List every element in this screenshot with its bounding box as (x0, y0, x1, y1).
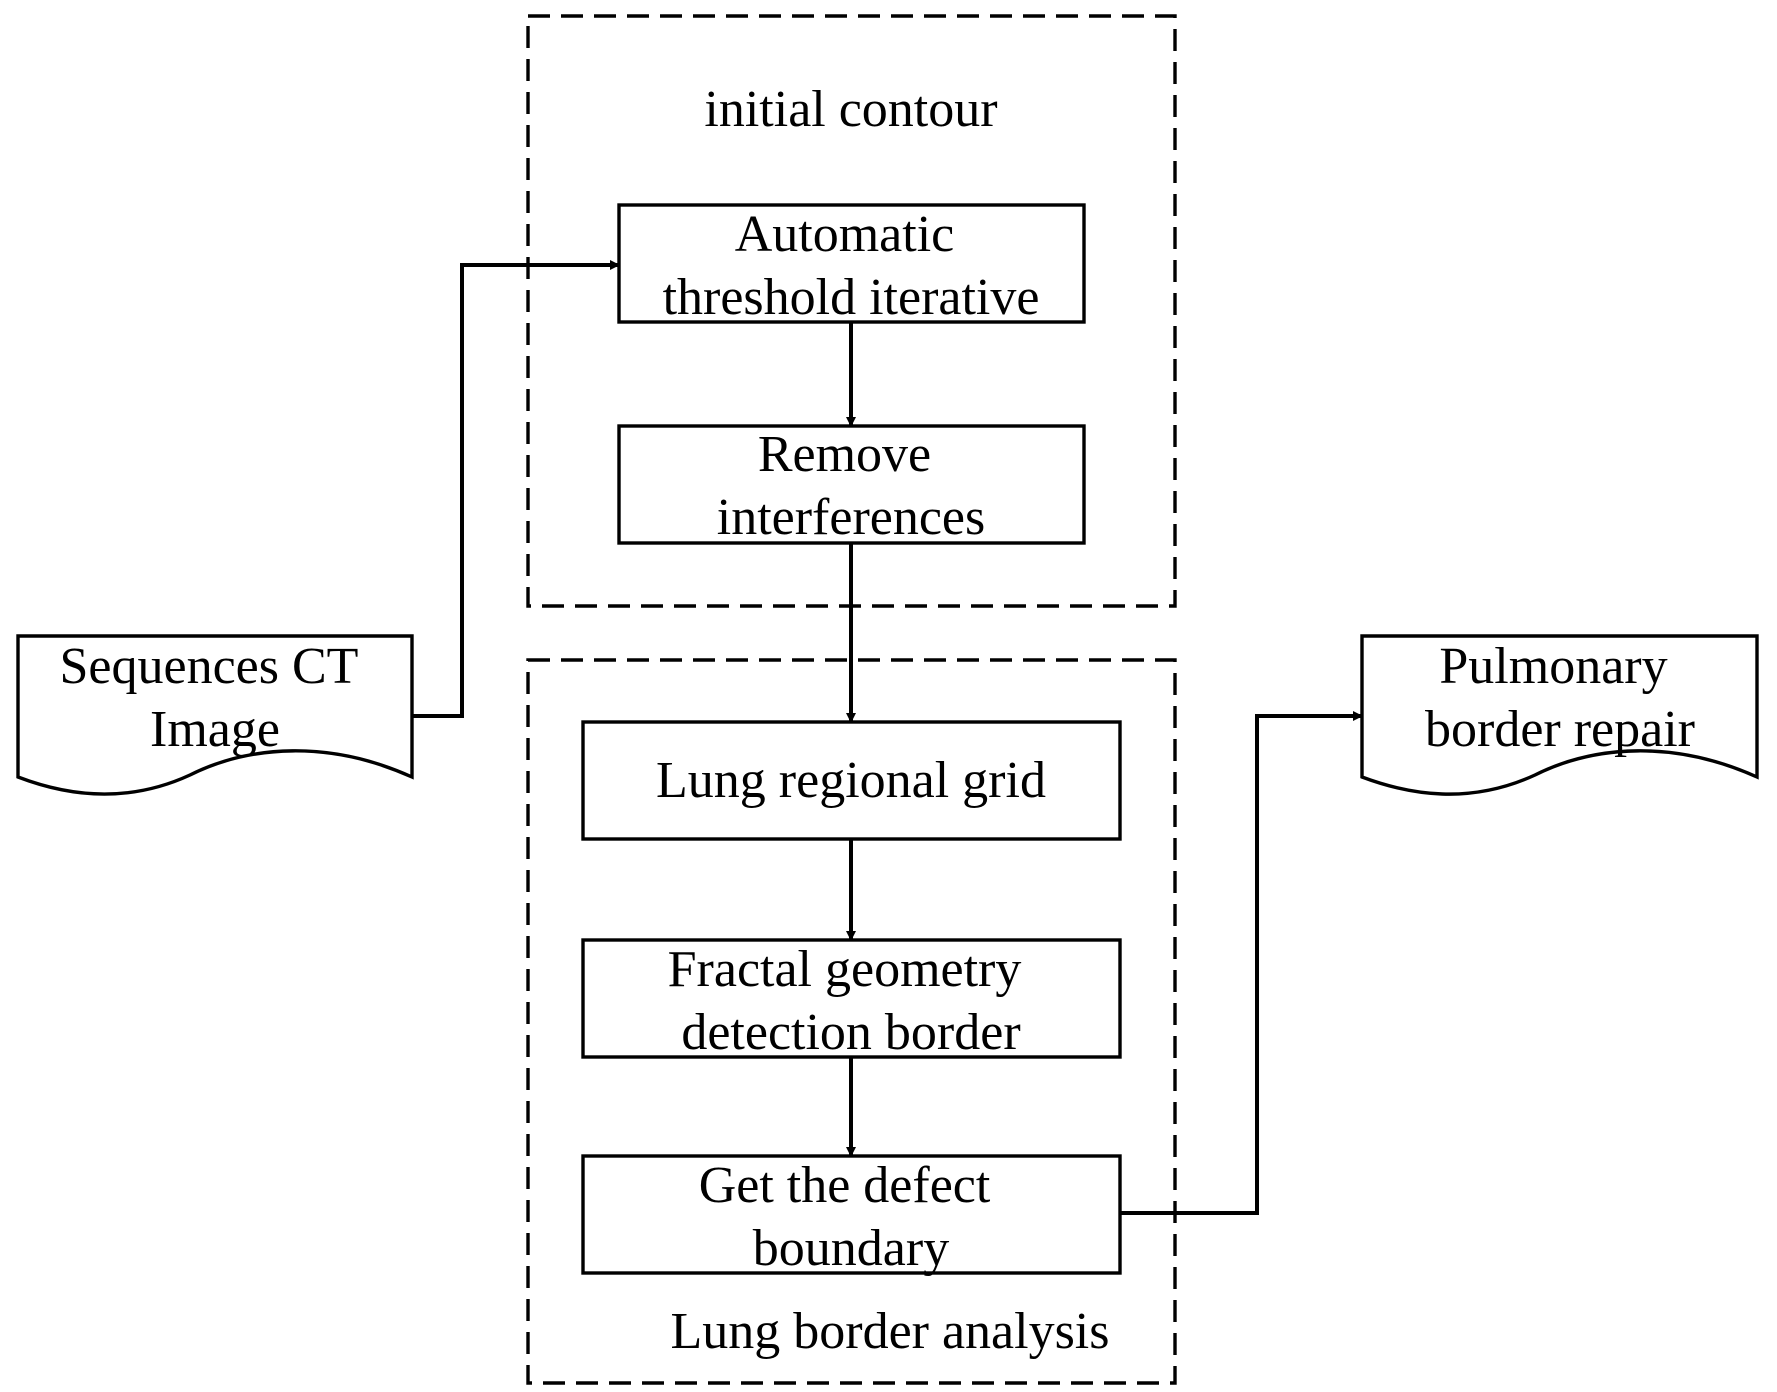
automatic-threshold-label: Automatic threshold iterative (663, 206, 1040, 326)
remove-interferences-box (617, 424, 1086, 545)
lung-regional-grid-box (581, 720, 1122, 841)
defect-boundary-box (581, 1154, 1122, 1275)
sequences-ct-document (16, 634, 414, 796)
fractal-geometry-box (581, 938, 1122, 1059)
pulmonary-repair-label: Pulmonary border repair (1425, 638, 1695, 758)
arrow-input-to-threshold (412, 260, 620, 718)
remove-interferences-label: Remove interferences (717, 426, 985, 546)
pulmonary-repair-document (1360, 634, 1759, 796)
initial-contour-label: initial contour (704, 81, 997, 138)
lung-regional-grid-label: Lung regional grid (656, 752, 1046, 809)
defect-boundary-label: Get the defect boundary (699, 1157, 1004, 1277)
lung-border-analysis-label: Lung border analysis (670, 1303, 1109, 1360)
sequences-ct-label: Sequences CT Image (60, 638, 371, 758)
arrow-defect-to-output (1120, 711, 1363, 1215)
lung-border-analysis-group (526, 658, 1177, 1385)
fractal-geometry-label: Fractal geometry detection border (668, 941, 1035, 1061)
